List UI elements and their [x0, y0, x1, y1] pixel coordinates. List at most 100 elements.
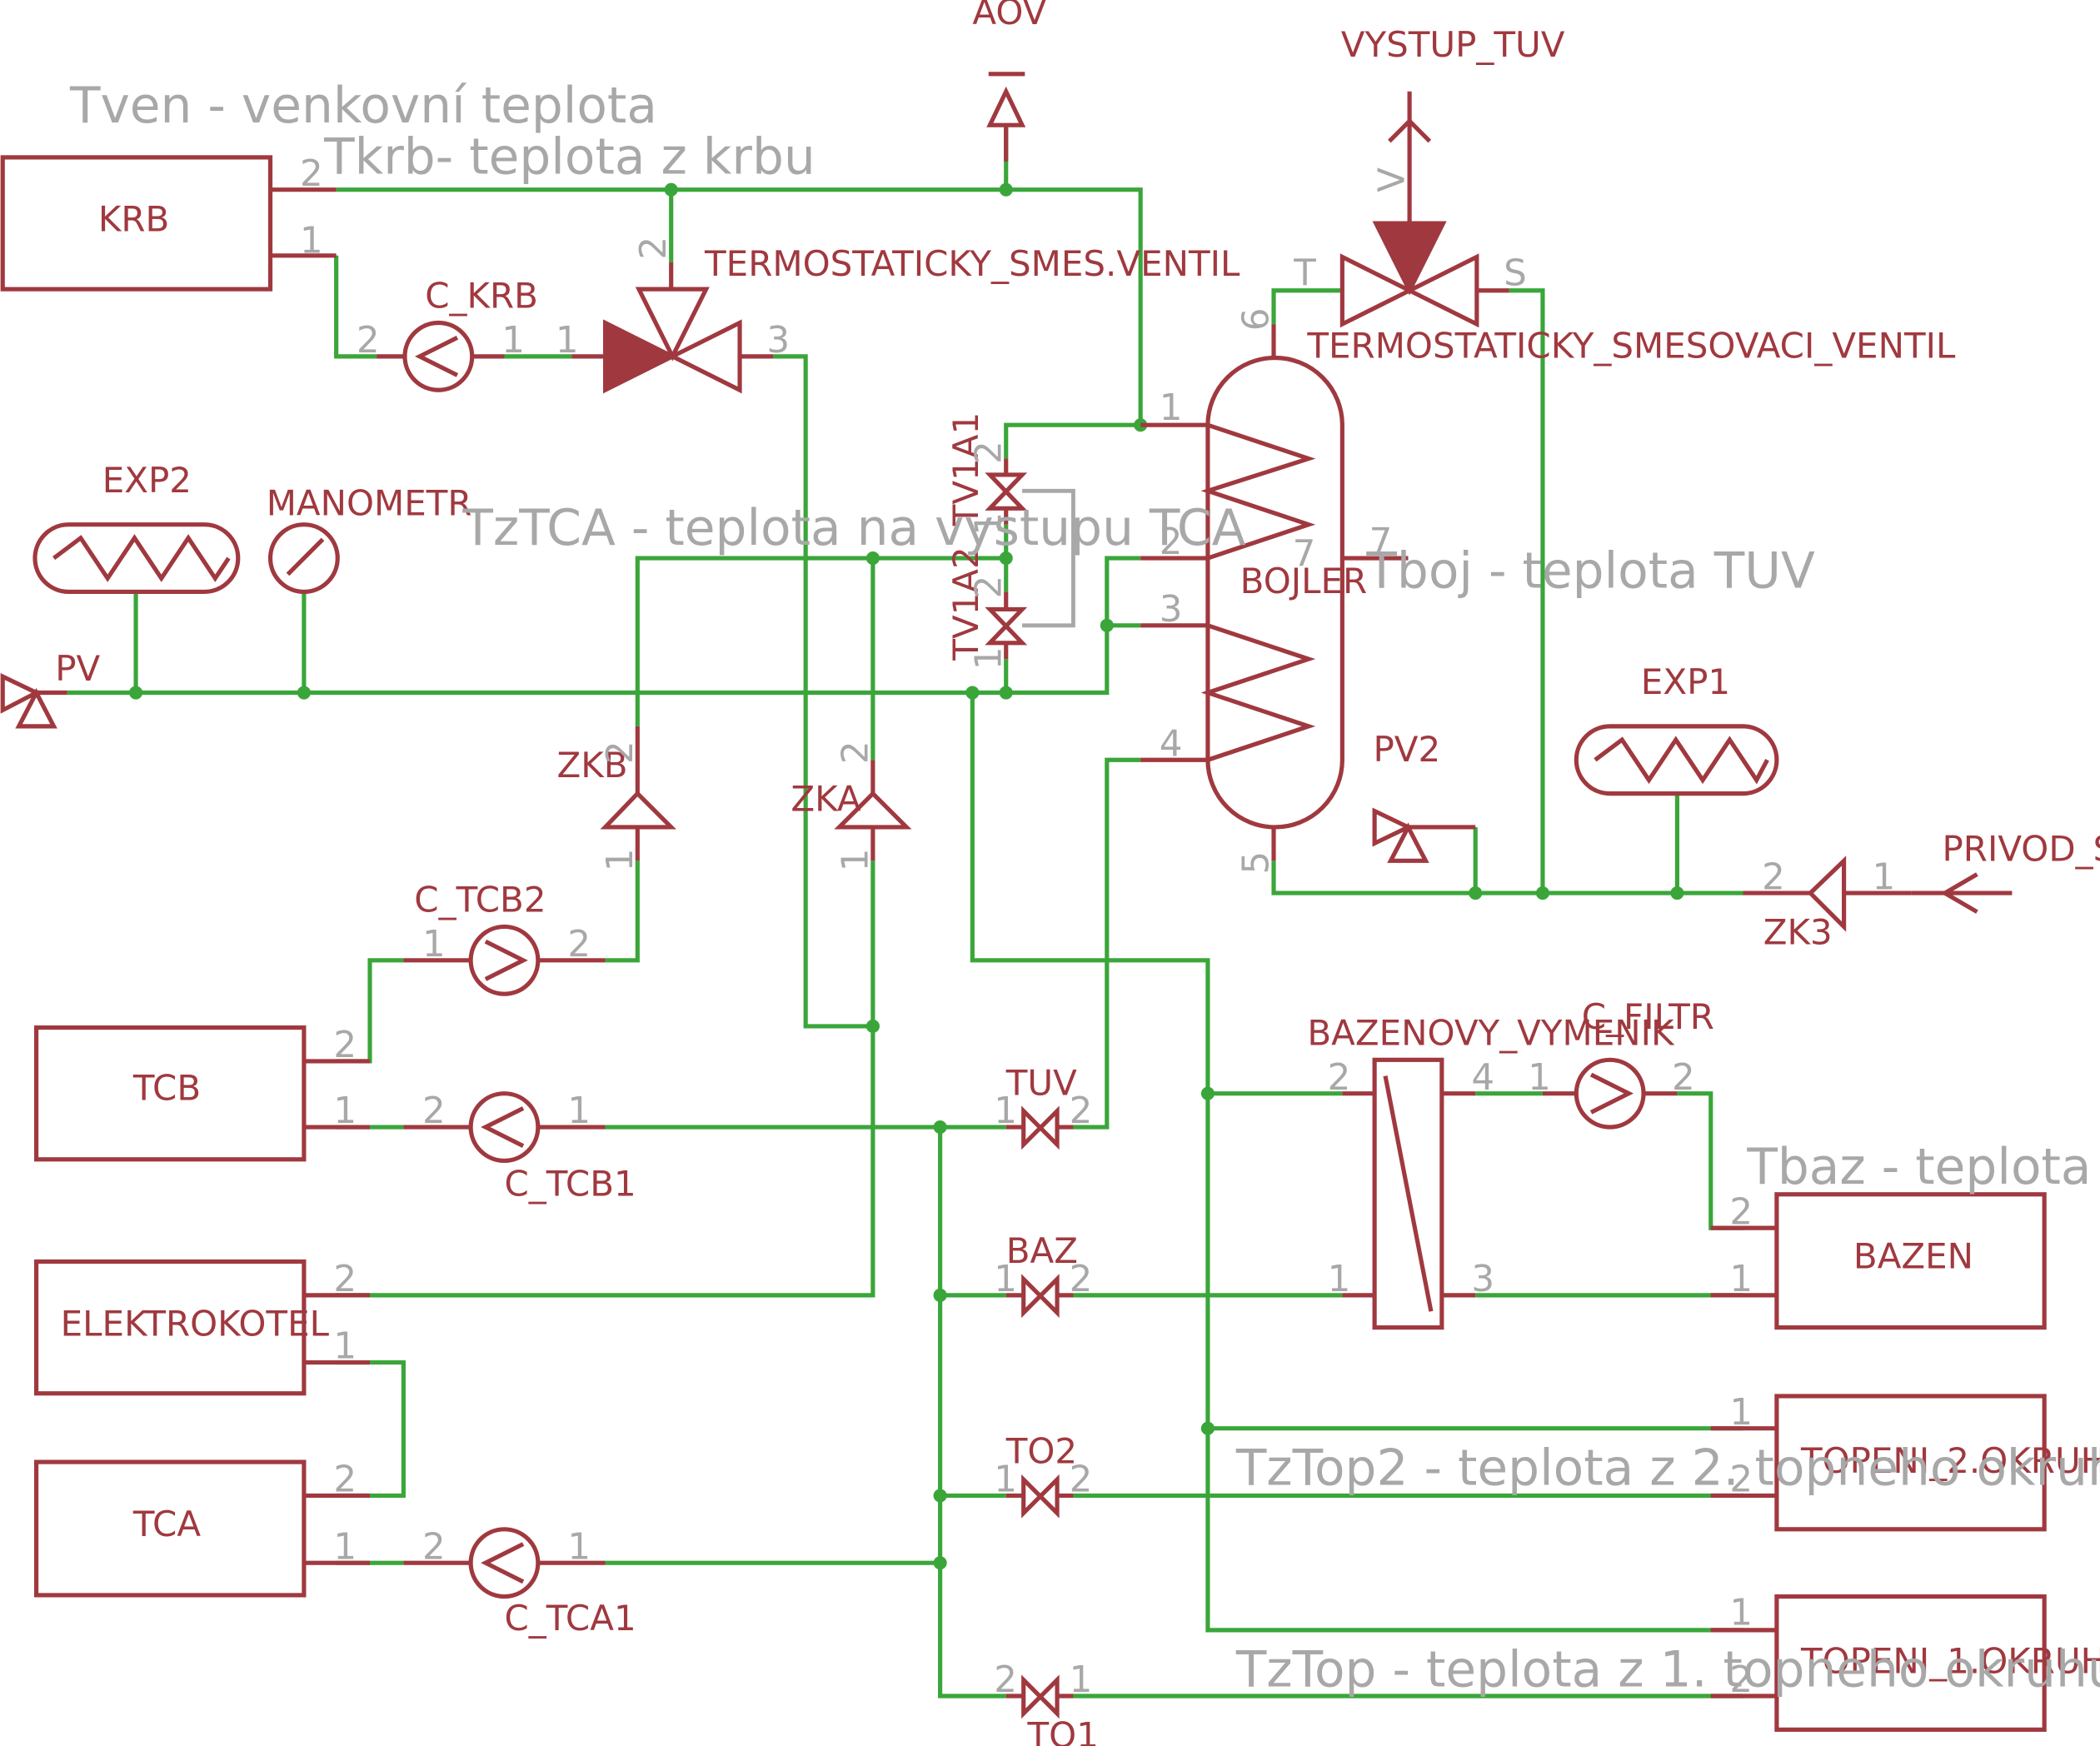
bojler-label: BOJLER: [1240, 561, 1368, 601]
pin-label: S: [1504, 252, 1527, 294]
bazenovy-vymenik: BAZENOVY_VYMENIK 2 4 1 3: [1307, 1013, 1675, 1330]
note-tztop: TzTop - teplota z 1. topneho okruhu: [1235, 1642, 2100, 1699]
junctions: [129, 182, 1684, 1570]
pin-label: 2: [300, 153, 323, 195]
zk3-check-valve: ZK3 2 1: [1743, 856, 1912, 952]
pin-label: 3: [1160, 589, 1183, 631]
tcb-block: TCB 2 1: [34, 1025, 371, 1162]
c-tcb2-pump: C_TCB2 1 2: [403, 880, 606, 996]
bazen-block: BAZEN 2 1: [1710, 1191, 2047, 1330]
note-tkrb: Tkrb- teplota z krbu: [323, 128, 816, 186]
topeni1-label: TOPENI_1.OKRUH: [1800, 1641, 2100, 1682]
pin-label: 1: [333, 1090, 357, 1132]
pin-label: 2: [1729, 1191, 1753, 1233]
pin-label: 1: [835, 849, 876, 872]
c-tcb2-label: C_TCB2: [414, 880, 546, 920]
privod-suv-label: PRIVOD_SUV: [1942, 828, 2100, 869]
termo-smesovaci-ventil-label: TERMOSTATICKY_SMESOVACI_VENTIL: [1306, 325, 1956, 366]
pin-label: 2: [333, 1025, 357, 1066]
exp2-tank: EXP2: [32, 460, 241, 595]
pin-label: 1: [1160, 387, 1183, 429]
pin-label: 1: [501, 320, 525, 362]
pin-label: 4: [1160, 723, 1183, 765]
pv-label: PV: [55, 648, 100, 689]
pin-label: 6: [1236, 307, 1278, 331]
wire: [336, 187, 1143, 426]
pin-label: 2: [1672, 1057, 1695, 1099]
c-tca1-label: C_TCA1: [504, 1598, 636, 1639]
pin-label: 2: [333, 1459, 357, 1501]
pin-label: 2: [968, 441, 1010, 464]
pin-label: 2: [1762, 856, 1785, 898]
pin-label: 1: [556, 320, 579, 362]
termo-smes-ventil: TERMOSTATICKY_SMES.VENTIL 1 3 2: [556, 237, 1240, 394]
junction-dot: [1100, 618, 1114, 632]
elektrokotel-block: ELEKTROKOTEL 2 1: [34, 1259, 371, 1396]
pv-safety-valve: PV: [0, 648, 101, 729]
pin-label: 1: [968, 512, 1010, 536]
baz-valve: BAZ 1 2: [994, 1230, 1093, 1319]
junction-dot: [933, 1556, 947, 1570]
wire: [938, 1127, 1006, 1699]
pin-label: 1: [1729, 1592, 1753, 1634]
aov-label: AOV: [972, 0, 1046, 32]
pin-label: 1: [567, 1526, 591, 1568]
to2-label: TO2: [1005, 1431, 1077, 1472]
junction-dot: [664, 182, 678, 197]
topeni2-block: TOPENI_2.OKRUH 1 2: [1710, 1392, 2100, 1532]
junction-dot: [865, 1019, 880, 1034]
tuv-label: TUV: [1005, 1062, 1077, 1103]
wire: [1271, 288, 1343, 325]
tuv-valve: TUV 1 2: [994, 1062, 1092, 1150]
c-krb-pump: C_KRB 2 1: [357, 276, 538, 392]
pin-label: 3: [766, 320, 790, 362]
to2-valve: TO2 1 2: [994, 1431, 1093, 1519]
junction-dot: [1535, 886, 1550, 900]
tv1a1-label: TV1A1: [945, 412, 986, 526]
pin-label: 2: [422, 1090, 446, 1132]
pin-label: 1: [994, 1259, 1017, 1300]
pin-label: 2: [633, 237, 675, 260]
wire: [336, 861, 875, 1298]
c-filtr-label: C_FILTR: [1582, 996, 1714, 1037]
pin-label: 2: [1729, 1459, 1753, 1501]
c-krb-label: C_KRB: [425, 276, 538, 317]
pin-label: 1: [1729, 1392, 1753, 1434]
annotations: Tven - venkovní teplota Tkrb- teplota z …: [69, 77, 2100, 1699]
pin-label: 1: [422, 924, 446, 965]
pin-label: 1: [994, 1090, 1017, 1132]
pin-label: 2: [1328, 1057, 1351, 1099]
pin-label: 5: [1236, 851, 1278, 875]
wire: [635, 556, 1006, 726]
pin-label: 1: [994, 1459, 1017, 1501]
wire: [334, 255, 377, 359]
junction-dot: [999, 551, 1013, 566]
to1-valve: TO1 2 1: [994, 1659, 1099, 1746]
pin-label: 1: [1729, 1259, 1753, 1300]
junction-dot: [999, 686, 1013, 700]
note-tboj: Tboj - teplota TUV: [1365, 543, 1815, 601]
tca-label: TCA: [132, 1504, 201, 1544]
junction-dot: [1200, 1421, 1215, 1435]
pin-label: 1: [300, 221, 323, 262]
pin-label: 2: [1070, 1459, 1093, 1501]
zka-check-valve: ZKA 2 1: [791, 741, 912, 872]
pin-label: 7: [1293, 534, 1316, 576]
pin-label: 2: [1070, 1259, 1093, 1300]
zka-label: ZKA: [791, 779, 861, 820]
pin-label: 1: [1070, 1659, 1093, 1701]
tcb-label: TCB: [132, 1068, 201, 1109]
junction-dot: [1670, 886, 1684, 900]
junction-dot: [965, 686, 980, 700]
pin-label: 1: [1328, 1259, 1351, 1300]
bazenovy-vymenik-label: BAZENOVY_VYMENIK: [1307, 1013, 1675, 1054]
to1-label: TO1: [1027, 1714, 1099, 1746]
pin-label: 1: [1873, 856, 1896, 898]
junction-dot: [865, 551, 880, 566]
junction-dot: [933, 1489, 947, 1503]
pin-label: 2: [968, 576, 1010, 599]
note-tztop2: TzTop2 - teplota z 2. topneho okruhu: [1235, 1440, 2100, 1498]
pin-label: 1: [600, 849, 641, 872]
manometr-gauge: MANOMETR: [267, 482, 472, 595]
